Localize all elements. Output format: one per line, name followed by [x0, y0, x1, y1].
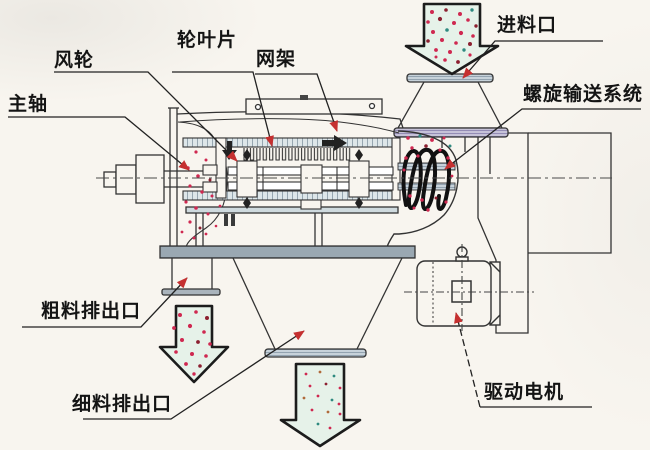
screw-conveyor-coil — [401, 147, 452, 211]
feed-flow-arrow — [404, 2, 500, 76]
label-wheel-blade: 轮叶片 — [177, 30, 238, 51]
leader-coarse-outlet — [22, 277, 188, 328]
leader-main-shaft — [8, 116, 190, 171]
leader-drive-motor — [454, 312, 481, 408]
left-bearing — [103, 154, 203, 204]
label-main-shaft: 主轴 — [8, 94, 49, 115]
label-fan-wheel: 风轮 — [54, 50, 95, 71]
label-mesh-frame: 网架 — [256, 49, 297, 70]
fine-flow-arrow — [279, 362, 362, 448]
leader-fan-wheel — [54, 71, 238, 162]
label-fine-outlet: 细料排出口 — [72, 394, 173, 415]
label-leaders — [8, 40, 641, 420]
label-coarse-outlet: 粗料排出口 — [41, 301, 142, 322]
label-drive-motor: 驱动电机 — [484, 382, 565, 403]
base-and-cone — [159, 245, 416, 358]
leader-wheel-blade — [172, 71, 274, 147]
drive-motor — [404, 244, 534, 331]
leader-mesh-frame — [255, 73, 338, 132]
wheel-blade-comb — [243, 148, 351, 161]
label-feed-inlet: 进料口 — [497, 15, 558, 36]
coarse-flow-arrow — [158, 304, 230, 384]
label-screw-conveyor: 螺旋输送系统 — [523, 84, 644, 105]
leader-feed-inlet — [462, 40, 603, 79]
leader-fine-outlet — [83, 330, 305, 420]
leader-screw-conveyor — [444, 108, 641, 170]
